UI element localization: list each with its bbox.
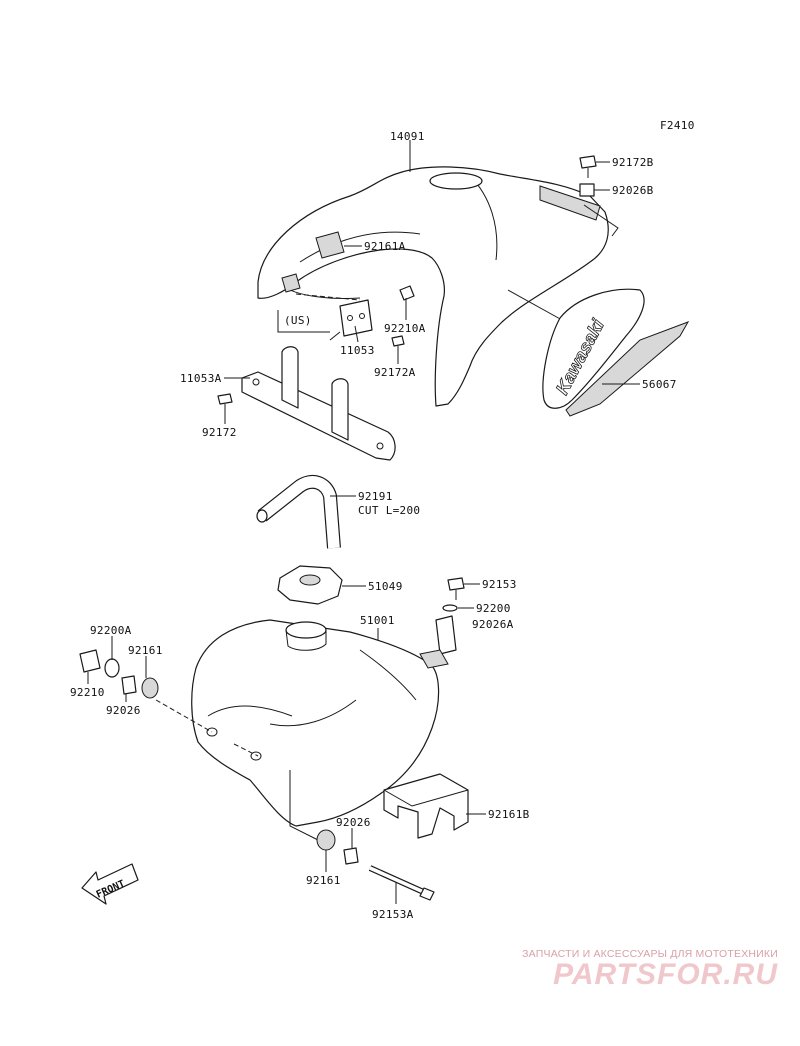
label-92153A: 92153A — [372, 908, 414, 921]
label-92026-bottom: 92026 — [336, 816, 371, 829]
rubber-92161-bottom — [316, 829, 336, 851]
label-92172: 92172 — [202, 426, 237, 439]
label-us: (US) — [284, 314, 312, 327]
watermark: ЗАПЧАСТИ И АКСЕССУАРЫ ДЛЯ МОТОТЕХНИКИ PA… — [478, 948, 778, 992]
front-fender — [257, 166, 619, 407]
stay-11053A — [241, 346, 396, 461]
collar-92026A — [435, 615, 457, 655]
collar-92026B — [579, 183, 595, 197]
fuel-tank-51001 — [191, 619, 449, 827]
label-92161A: 92161A — [364, 240, 406, 253]
bolt-92172A — [391, 335, 405, 356]
label-51049: 51049 — [368, 580, 403, 593]
label-92200A: 92200A — [90, 624, 132, 637]
washer-92200A — [104, 658, 120, 678]
rubber-92161-left — [141, 677, 159, 699]
collar-92026-bottom — [343, 847, 359, 865]
label-92210: 92210 — [70, 686, 105, 699]
dash-bottom — [289, 770, 319, 841]
dash-left — [155, 699, 213, 733]
label-11053: 11053 — [340, 344, 375, 357]
damper-92161A — [315, 231, 345, 259]
label-92200: 92200 — [476, 602, 511, 615]
bolt-92153A — [368, 865, 435, 901]
label-14091: 14091 — [390, 130, 425, 143]
label-92026B: 92026B — [612, 184, 654, 197]
label-92026-left: 92026 — [106, 704, 141, 717]
fuel-cap-51049 — [277, 565, 343, 605]
label-51001: 51001 — [360, 614, 395, 627]
watermark-brand: PARTSFOR.RU — [553, 958, 778, 991]
damper-left — [281, 273, 301, 293]
us-bracket-line — [277, 310, 330, 333]
watermark-subtitle: ЗАПЧАСТИ И АКСЕССУАРЫ ДЛЯ МОТОТЕХНИКИ — [522, 948, 778, 960]
label-92210A: 92210A — [384, 322, 426, 335]
bolt-92153 — [447, 577, 465, 600]
label-92161-bottom: 92161 — [306, 874, 341, 887]
dashed-guide — [295, 293, 361, 301]
figure-code: F2410 — [660, 119, 695, 132]
collar-92026-left — [121, 675, 137, 695]
bolt-92172 — [217, 393, 233, 414]
label-cut-length: CUT L=200 — [358, 504, 420, 517]
label-92026A: 92026A — [472, 618, 514, 631]
decal-56067: Kawasaki — [542, 288, 690, 417]
washer-92200 — [442, 604, 458, 612]
label-11053A: 11053A — [180, 372, 222, 385]
dash-mid — [233, 743, 259, 757]
label-92161B: 92161B — [488, 808, 530, 821]
nut-92210 — [79, 649, 101, 673]
nut-92210A — [399, 285, 415, 301]
damper-92161B — [383, 773, 469, 839]
front-arrow-icon: FRONT — [81, 863, 139, 905]
label-56067: 56067 — [642, 378, 677, 391]
label-92191: 92191 — [358, 490, 393, 503]
label-92161-left: 92161 — [128, 644, 163, 657]
label-92172B: 92172B — [612, 156, 654, 169]
hose-92191 — [256, 474, 341, 549]
label-92172A: 92172A — [374, 366, 416, 379]
bolt-92172B — [579, 155, 597, 178]
bracket-11053 — [339, 299, 373, 343]
label-92153: 92153 — [482, 578, 517, 591]
